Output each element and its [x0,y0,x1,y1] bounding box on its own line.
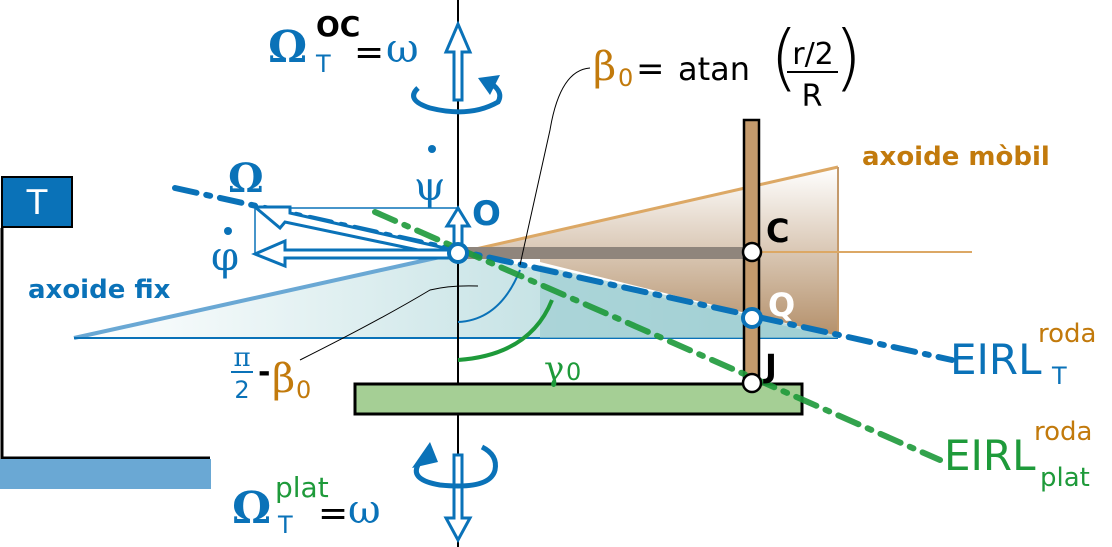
eirl-t-label: EIRL roda T [950,319,1096,390]
angle-beta-subscript: 0 [296,376,311,404]
omega-vector-label: Ω [228,155,264,202]
top-omega-label: Ω OC T = ω [268,10,419,78]
top-rotation-icon [411,77,503,115]
phi-dot-vector-arrow [251,238,460,269]
wheel-axle [458,247,752,259]
point-J-marker [741,372,763,394]
eirl-plat-subscript: plat [1040,463,1090,493]
psi-dot-marker [428,145,436,153]
frame-bracket [0,228,210,460]
angle-beta: β [272,356,295,402]
angle-minus: - [258,355,270,390]
beta-leader-line [519,67,591,266]
pi-denominator: 2 [234,376,249,404]
bottom-omega-label: Ω plat T = ω [232,471,381,539]
bottom-axis-arrow [443,453,473,544]
eirl-plat-line [372,209,943,463]
beta-denominator: R [802,79,823,114]
mobile-axode-label: axoide mòbil [862,142,1050,172]
vectors [250,205,472,269]
bottom-rotation-arrowhead [412,442,438,468]
eirl-t-line [172,185,955,363]
beta-left-paren: ( [770,15,798,99]
beta-formula: β 0 = atan ( r/2 R ) [593,15,862,114]
eirl-t-superscript: roda [1038,319,1096,349]
bottom-rotation-icon [413,444,498,489]
beta-right-paren: ) [834,15,862,99]
beta-func: atan [678,50,750,88]
pi-numerator: π [233,343,250,373]
point-J-label: J [763,347,777,385]
point-O-marker [447,242,469,264]
top-omega-superscript: OC [316,10,360,43]
beta-symbol: β [593,44,616,90]
bottom-omega-symbol: Ω [232,483,271,534]
frame-label: T [26,183,48,223]
plate [353,382,804,416]
beta-equals: = [636,49,665,89]
fixed-axode-label: axoide fix [28,275,171,305]
phi-dot-marker [224,227,232,235]
frame-label-box [1,176,73,228]
beta-numerator: r/2 [792,37,834,72]
fixed-axode-edge [73,251,459,340]
top-omega-value: ω [386,26,419,72]
top-omega-symbol: Ω [268,22,307,73]
angle-arc-pi2-beta [457,269,521,323]
bottom-rotation-indicator [412,442,498,544]
point-Q-label: Q [768,286,795,324]
eirl-plat-main: EIRL [944,431,1036,480]
eirl-t-main: EIRL [950,335,1042,384]
phi-dot-label: φ [211,234,239,280]
gamma-label: γ 0 [544,349,581,389]
top-omega-equals: = [354,32,384,73]
eirl-plat-label: EIRL roda plat [944,417,1092,493]
top-rotation-arrowhead [478,75,500,95]
bottom-omega-equals: = [318,493,348,534]
bottom-omega-superscript: plat [275,471,329,504]
frame-base [0,459,211,489]
top-omega-subscript: T [315,50,331,78]
point-C-label: C [766,212,789,250]
point-Q-marker [741,307,763,329]
eirl-plat-superscript: roda [1034,417,1092,447]
point-O-label: O [472,194,501,234]
top-rotation-indicator [411,20,503,115]
bottom-omega-value: ω [348,487,381,533]
pi2-beta-leader-line [299,285,479,361]
beta-subscript: 0 [618,64,633,92]
eirl-t-subscript: T [1051,362,1067,390]
bottom-omega-subscript: T [277,511,293,539]
angle-arc-gamma [457,299,554,362]
pi2-minus-beta-label: π 2 - β 0 [231,343,311,404]
angle-gamma-subscript: 0 [566,358,581,386]
psi-dot-label: ψ [414,164,445,210]
top-axis-arrow [443,20,473,102]
mobile-axode-edge [457,165,839,255]
reference-frame: T [0,176,211,489]
point-C-marker [741,241,763,263]
angle-gamma: γ [544,349,564,389]
